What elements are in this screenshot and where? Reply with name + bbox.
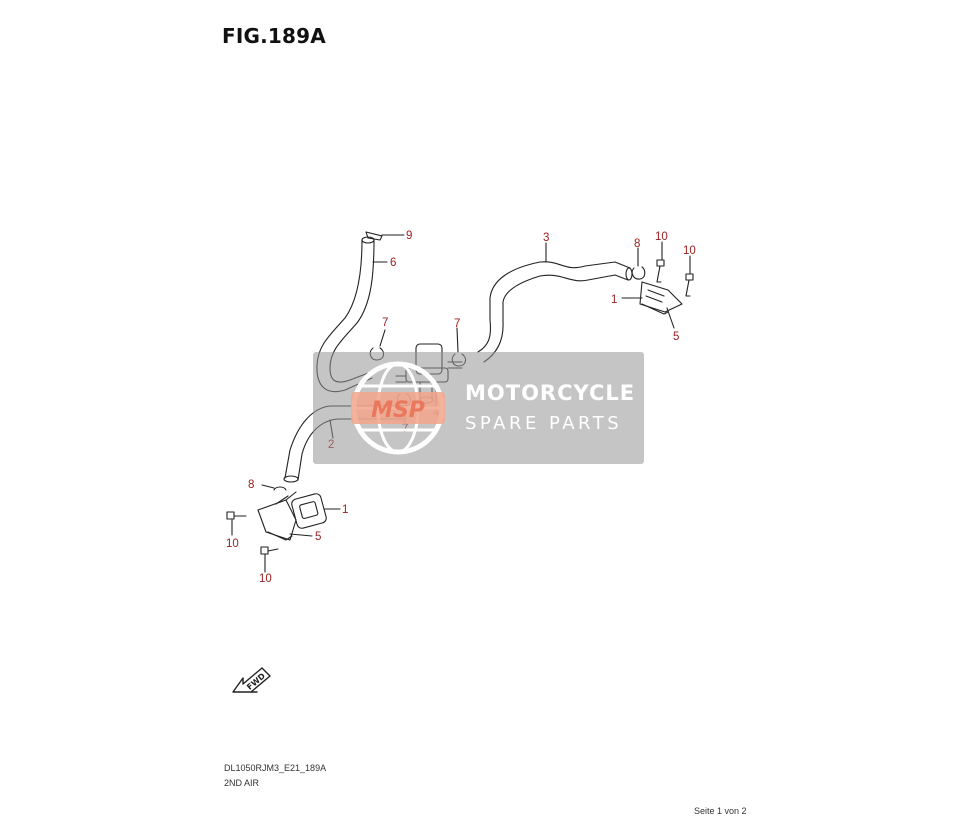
watermark-title: MOTORCYCLE xyxy=(465,381,636,405)
callout-1-lower: 1 xyxy=(342,504,348,516)
globe-logo-icon: MSP xyxy=(351,361,445,455)
figure-title: FIG.189A xyxy=(222,24,326,48)
bolt-10-lower-a xyxy=(226,511,247,520)
callout-10-lower-a: 10 xyxy=(226,538,239,550)
clamp-8-lower xyxy=(273,486,287,491)
callout-6: 6 xyxy=(390,257,396,269)
callout-9: 9 xyxy=(406,230,412,242)
callout-7-upper-left: 7 xyxy=(382,317,388,329)
callout-1-upper: 1 xyxy=(611,294,617,306)
bolt-10-lower-b xyxy=(260,546,279,555)
callout-5-upper: 5 xyxy=(673,331,679,343)
watermark-subtitle: SPARE PARTS xyxy=(465,413,623,434)
reed-cover-assembly-lower xyxy=(257,491,327,541)
bolt-10-upper-a xyxy=(656,259,665,283)
callout-10-lower-b: 10 xyxy=(259,573,272,585)
clamp-8-upper xyxy=(631,266,646,280)
watermark-logo-text: MSP xyxy=(371,398,425,423)
callout-5-lower: 5 xyxy=(315,531,321,543)
figure-code: DL1050RJM3_E21_189A xyxy=(224,763,327,773)
hose-3 xyxy=(477,261,633,363)
figure-name: 2ND AIR xyxy=(224,778,260,788)
page-indicator: Seite 1 von 2 xyxy=(694,806,747,816)
watermark-overlay: MSP MOTORCYCLE SPARE PARTS xyxy=(313,352,644,464)
bolt-10-upper-b xyxy=(685,273,694,297)
clip-9 xyxy=(365,231,383,241)
callout-3: 3 xyxy=(543,232,549,244)
callout-10-upper-a: 10 xyxy=(655,231,668,243)
fwd-arrow-icon xyxy=(232,667,271,693)
reed-cover-assembly-upper xyxy=(639,281,683,315)
callout-8-lower: 8 xyxy=(248,479,254,491)
callout-8-upper: 8 xyxy=(634,238,640,250)
callout-7-upper-right: 7 xyxy=(454,318,460,330)
callout-10-upper-b: 10 xyxy=(683,245,696,257)
